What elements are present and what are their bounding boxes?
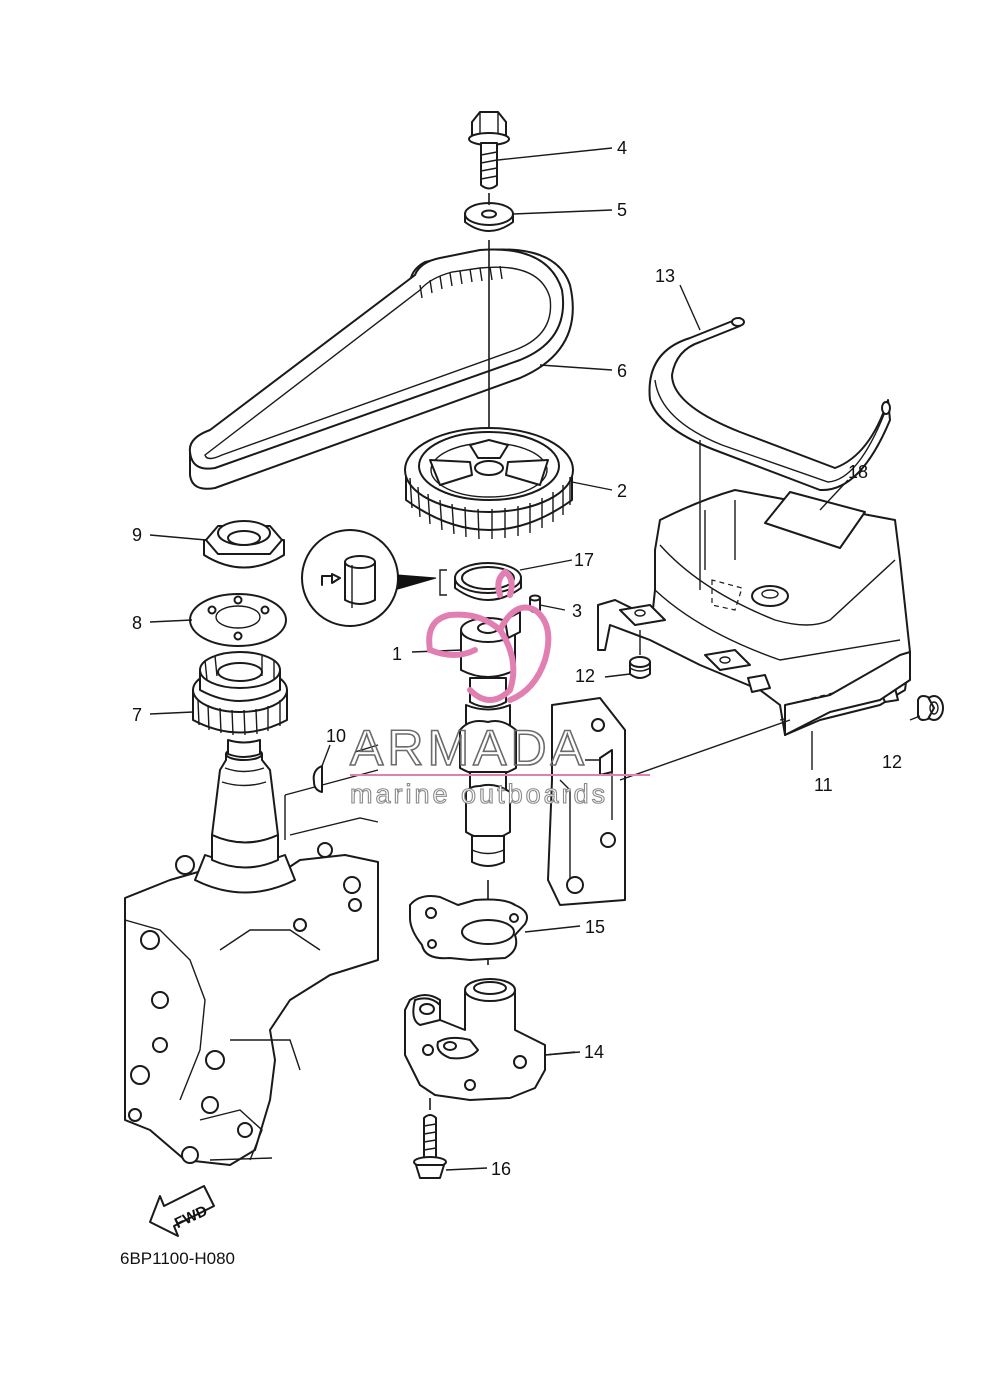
label-18: 18 [848,462,868,482]
label-3: 3 [572,601,582,621]
label-10: 10 [326,726,346,746]
dowel-orientation-callout [301,529,437,627]
part-8-plate [189,593,287,647]
part-15-gasket [409,895,528,961]
part-7-crank-pulley [192,651,288,736]
label-1: 1 [392,644,402,664]
part-12b-grommet [917,695,944,721]
part-18-label [764,491,866,549]
watermark-tagline: marine outboards [350,779,608,809]
part-13-hose [648,317,891,492]
armada-logo-mark [426,568,552,703]
label-2: 2 [617,481,627,501]
label-9: 9 [132,525,142,545]
engine-block-drawing [124,769,379,1166]
crankshaft-end-drawing [194,739,296,894]
label-13: 13 [655,266,675,286]
part-12a-grommet [629,656,651,679]
label-6: 6 [617,361,627,381]
part-5-washer [464,202,514,232]
oil-seal-bracket [439,569,447,596]
part-6-timing-belt [188,248,574,490]
watermark-brand: ARMADA [350,720,588,776]
label-5: 5 [617,200,627,220]
part-2-cam-pulley [404,427,574,540]
label-12a: 12 [575,666,595,686]
label-15: 15 [585,917,605,937]
armada-watermark: ARMADA marine outboards [349,568,650,810]
label-14: 14 [584,1042,604,1062]
part-11-cover [597,489,911,736]
part-14-oil-pump [404,978,576,1101]
part-9-nut [203,520,285,569]
diagram-code: 6BP1100-H080 [120,1249,235,1268]
fwd-direction-arrow: FWD [149,1185,215,1237]
label-11: 11 [814,775,833,795]
part-10-woodruff-key [312,765,323,793]
label-17: 17 [574,550,594,570]
part-4-bolt [468,111,510,190]
cylinder-head-drawing [547,697,626,906]
part-1-camshaft [459,611,521,867]
label-4: 4 [617,138,627,158]
label-16: 16 [491,1159,511,1179]
part-16-bolt [413,1114,447,1179]
label-8: 8 [132,613,142,633]
label-12b: 12 [882,752,902,772]
label-7: 7 [132,705,142,725]
leader-lines [149,147,921,1171]
